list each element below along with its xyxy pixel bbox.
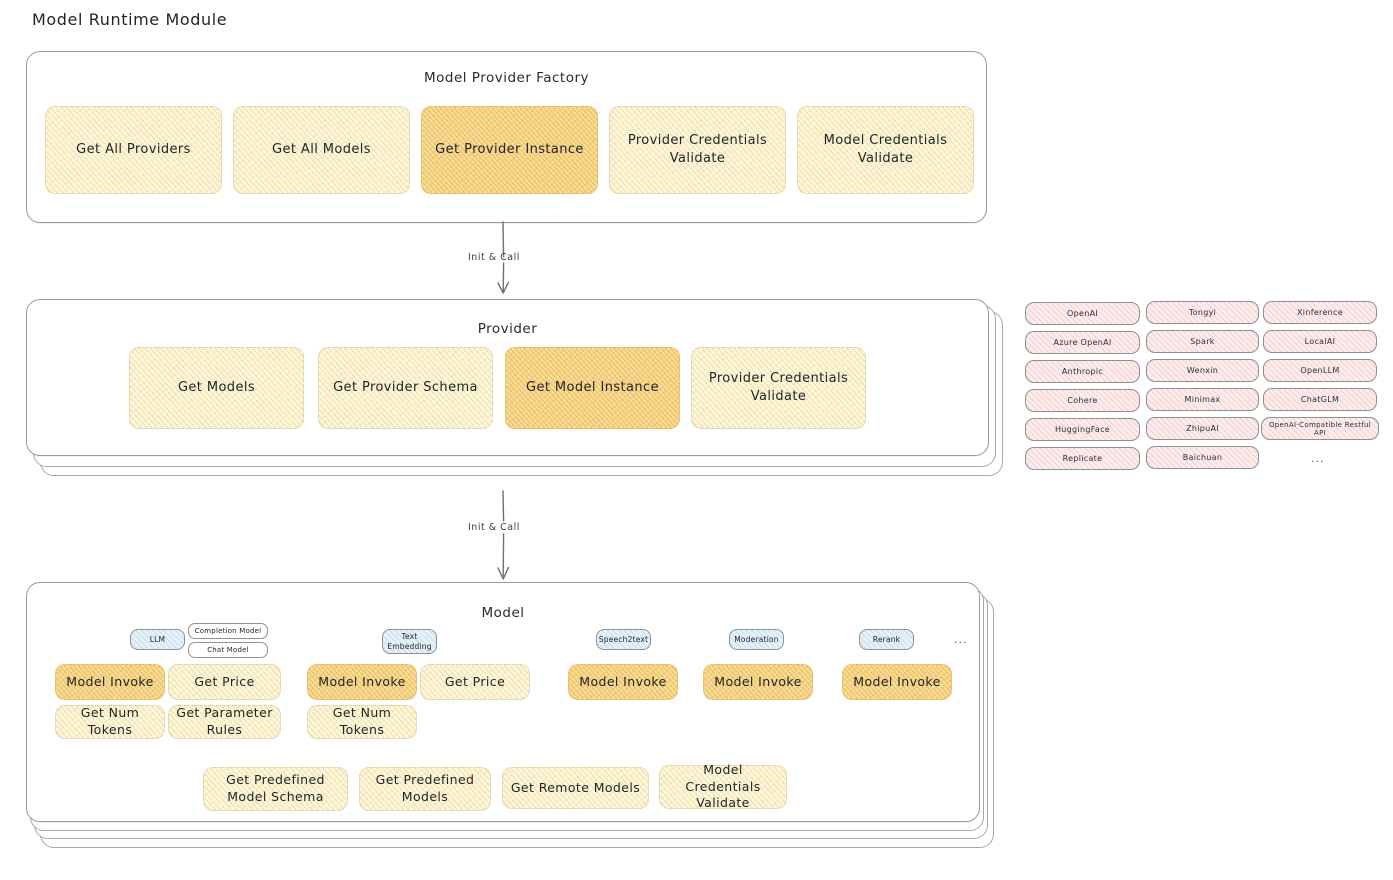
provider-tag-azure-openai[interactable]: Azure OpenAI xyxy=(1025,331,1140,354)
provider-tag-chatglm[interactable]: ChatGLM xyxy=(1263,388,1377,411)
model-type-tag-text-embedding[interactable]: Text Embedding xyxy=(382,629,437,654)
provider-tag-anthropic[interactable]: Anthropic xyxy=(1025,360,1140,383)
card-provider-credentials-validate[interactable]: Provider Credentials Validate xyxy=(609,106,786,194)
arrow-provider-to-model: Init & Call xyxy=(468,490,590,585)
provider-tag-localai[interactable]: LocalAI xyxy=(1263,330,1377,353)
card-get-provider-instance[interactable]: Get Provider Instance xyxy=(421,106,598,194)
provider-tag-openai-compatible-restful-api[interactable]: OpenAI-Compatible Restful API xyxy=(1261,417,1379,440)
provider-title: Provider xyxy=(477,321,538,337)
provider-tag-wenxin[interactable]: Wenxin xyxy=(1146,359,1259,382)
page-title: Model Runtime Module xyxy=(32,10,228,29)
card-text-embedding-get-price[interactable]: Get Price xyxy=(420,664,530,700)
provider-tag-baichuan[interactable]: Baichuan xyxy=(1146,446,1259,469)
card-get-predefined-model-schema[interactable]: Get Predefined Model Schema xyxy=(203,767,348,811)
provider-panel: Provider Get Models Get Provider Schema … xyxy=(26,299,989,456)
card-rerank-model-invoke[interactable]: Model Invoke xyxy=(842,664,952,700)
provider-tag-openai[interactable]: OpenAI xyxy=(1025,302,1140,325)
provider-tag-openllm[interactable]: OpenLLM xyxy=(1263,359,1377,382)
provider-tag-cohere[interactable]: Cohere xyxy=(1025,389,1140,412)
card-provider-credentials-validate-2[interactable]: Provider Credentials Validate xyxy=(691,347,866,429)
model-subtag-completion-model[interactable]: Completion Model xyxy=(188,623,268,639)
card-llm-get-num-tokens[interactable]: Get Num Tokens xyxy=(55,705,165,739)
card-get-remote-models[interactable]: Get Remote Models xyxy=(502,767,649,809)
provider-tag-tongyi[interactable]: Tongyi xyxy=(1146,301,1259,324)
card-text-embedding-model-invoke[interactable]: Model Invoke xyxy=(307,664,417,700)
card-get-predefined-models[interactable]: Get Predefined Models xyxy=(359,767,491,811)
model-panel: Model LLM Completion Model Chat Model Mo… xyxy=(26,582,980,822)
model-provider-factory-title: Model Provider Factory xyxy=(423,70,589,86)
model-title: Model xyxy=(481,605,525,621)
arrow-down-icon xyxy=(497,221,510,294)
card-get-model-instance[interactable]: Get Model Instance xyxy=(505,347,680,429)
card-model-credentials-validate[interactable]: Model Credentials Validate xyxy=(797,106,974,194)
provider-tag-replicate[interactable]: Replicate xyxy=(1025,447,1140,470)
provider-tag-minimax[interactable]: Minimax xyxy=(1146,388,1259,411)
arrow-label-init-and-call-2: Init & Call xyxy=(468,522,520,533)
provider-tag-zhipuai[interactable]: ZhipuAI xyxy=(1146,417,1259,440)
card-llm-get-price[interactable]: Get Price xyxy=(168,664,281,700)
card-get-all-models[interactable]: Get All Models xyxy=(233,106,410,194)
arrow-label-init-and-call-1: Init & Call xyxy=(468,252,520,263)
provider-tag-huggingface[interactable]: HuggingFace xyxy=(1025,418,1140,441)
arrow-down-icon xyxy=(497,490,510,580)
model-subtag-chat-model[interactable]: Chat Model xyxy=(188,642,268,658)
model-type-tag-speech2text[interactable]: Speech2text xyxy=(596,629,651,650)
card-text-embedding-get-num-tokens[interactable]: Get Num Tokens xyxy=(307,705,417,739)
model-type-tag-llm[interactable]: LLM xyxy=(130,629,185,650)
model-types-more-indicator: ... xyxy=(954,633,968,646)
provider-tag-xinference[interactable]: Xinference xyxy=(1263,301,1377,324)
card-model-credentials-validate-3[interactable]: Model Credentials Validate xyxy=(659,762,787,810)
card-llm-get-parameter-rules[interactable]: Get Parameter Rules xyxy=(168,705,281,739)
card-moderation-model-invoke[interactable]: Model Invoke xyxy=(703,664,813,700)
model-type-tag-rerank[interactable]: Rerank xyxy=(859,629,914,650)
card-speech2text-model-invoke[interactable]: Model Invoke xyxy=(568,664,678,700)
card-llm-model-invoke[interactable]: Model Invoke xyxy=(55,664,165,700)
provider-list-more-indicator: ... xyxy=(1311,452,1325,465)
card-get-models[interactable]: Get Models xyxy=(129,347,304,429)
arrow-factory-to-provider: Init & Call xyxy=(468,221,590,301)
card-get-provider-schema[interactable]: Get Provider Schema xyxy=(318,347,493,429)
provider-tag-spark[interactable]: Spark xyxy=(1146,330,1259,353)
model-type-tag-moderation[interactable]: Moderation xyxy=(729,629,784,650)
card-get-all-providers[interactable]: Get All Providers xyxy=(45,106,222,194)
model-provider-factory-panel: Model Provider Factory Get All Providers… xyxy=(26,51,987,223)
